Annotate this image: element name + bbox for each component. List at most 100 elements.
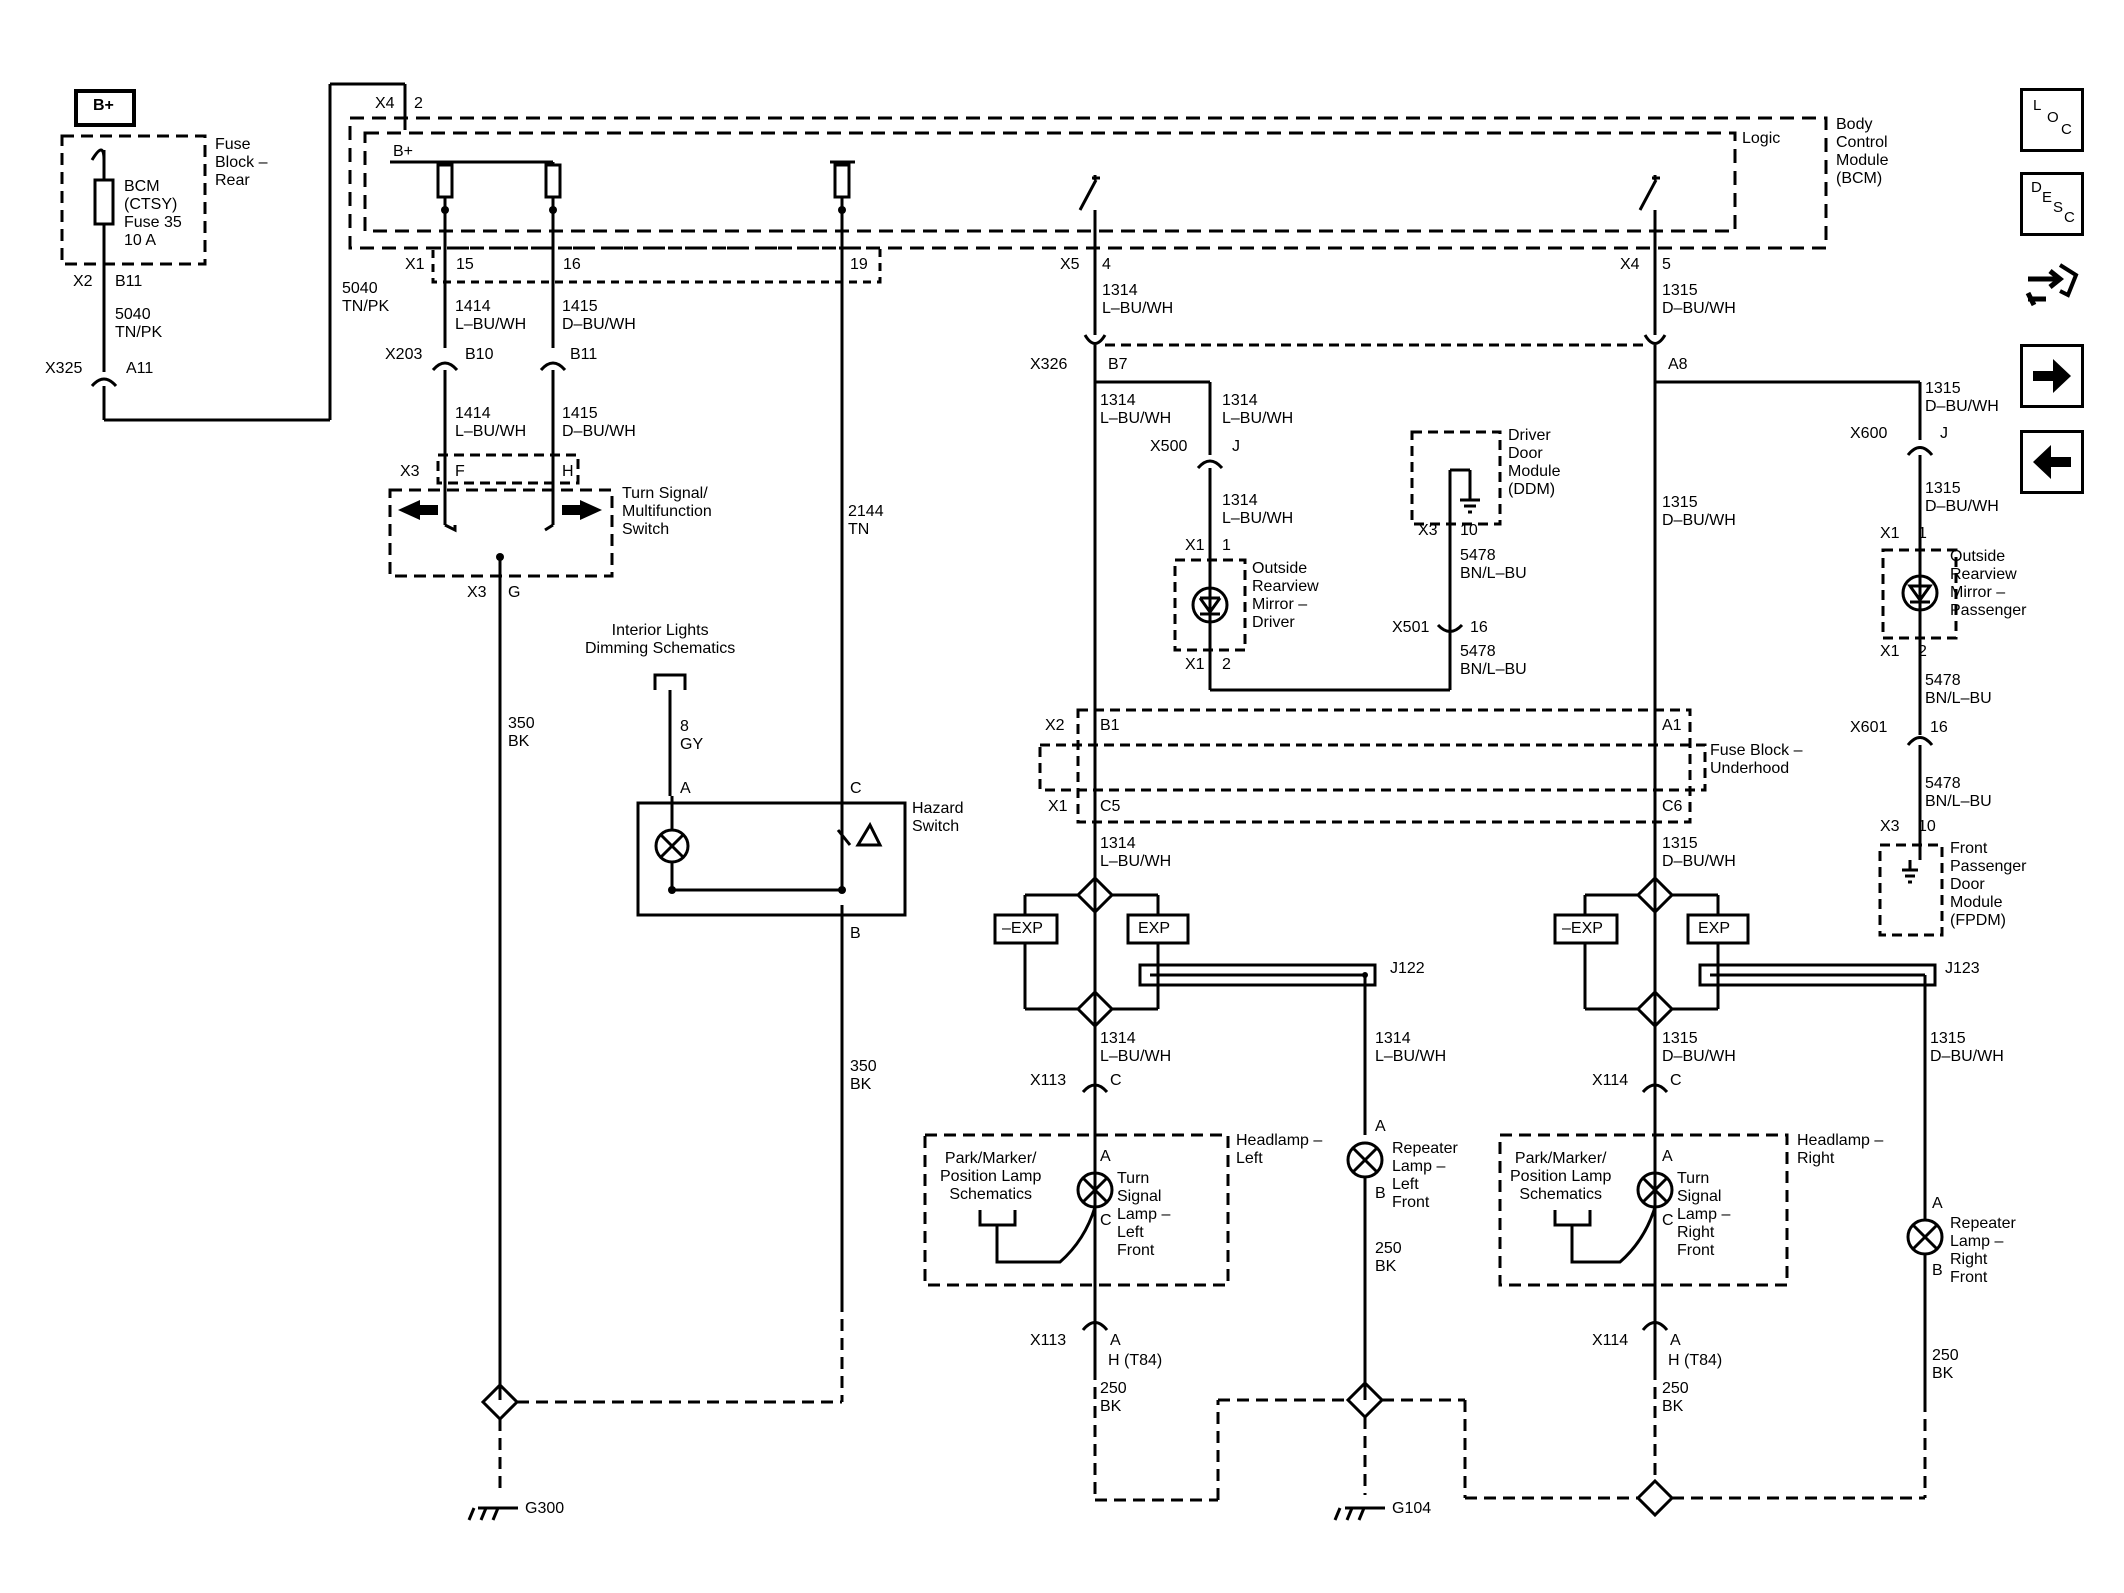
pin-c6-label: C6 bbox=[1662, 798, 1683, 815]
wire-1315-rep-label: 1315 D–BU/WH bbox=[1930, 1030, 2004, 1065]
park-right-label: Park/Marker/ Position Lamp Schematics bbox=[1510, 1150, 1612, 1203]
wire-1314-x113-label: 1314 L–BU/WH bbox=[1100, 1030, 1172, 1065]
hazard-switch-label: Hazard Switch bbox=[912, 800, 964, 835]
mirror-passenger-outline bbox=[1881, 548, 1958, 640]
pin-19-label: 19 bbox=[850, 256, 868, 273]
connector-x3-fpdm-label: X3 bbox=[1880, 818, 1900, 835]
pin-4-label: 4 bbox=[1102, 256, 1111, 273]
pin-16-x501-label: 16 bbox=[1470, 619, 1488, 636]
pin-10-fpdm-label: 10 bbox=[1918, 818, 1936, 835]
wire-1314-x500-label: 1314 L–BU/WH bbox=[1222, 492, 1294, 527]
turn-left-pin-c-label: C bbox=[1100, 1212, 1112, 1229]
pin-a11-label: A11 bbox=[126, 360, 154, 377]
pin-5-label: 5 bbox=[1662, 256, 1671, 273]
loc-letter-c: C bbox=[2061, 121, 2072, 138]
exp-left-pos-label: EXP bbox=[1138, 920, 1171, 937]
fpdm-outline bbox=[1878, 843, 1944, 937]
wire-1314-b7b-label: 1314 L–BU/WH bbox=[1222, 392, 1294, 427]
wire-5478-x501-label: 5478 BN/L–BU bbox=[1460, 643, 1527, 678]
next-arrow-button[interactable] bbox=[2020, 344, 2084, 408]
connector-x1-mirror-d-label: X1 bbox=[1185, 537, 1205, 554]
pin-10-ddm-label: 10 bbox=[1460, 522, 1478, 539]
h-t84-left-label: H (T84) bbox=[1108, 1352, 1163, 1369]
loc-letter-o: O bbox=[2047, 109, 2059, 126]
exp-left-neg-label: –EXP bbox=[1002, 920, 1043, 937]
battery-positive-label: B+ bbox=[93, 97, 114, 114]
turn-signal-switch-label: Turn Signal/ Multifunction Switch bbox=[622, 485, 712, 538]
pin-16-label: 16 bbox=[563, 256, 581, 273]
repeater-left-pin-b-label: B bbox=[1375, 1185, 1386, 1202]
headlamp-left-label: Headlamp – Left bbox=[1236, 1132, 1323, 1167]
fpdm-label: Front Passenger Door Module (FPDM) bbox=[1950, 840, 2027, 929]
pin-2-label: 2 bbox=[414, 95, 423, 112]
pin-h-label: H bbox=[562, 463, 574, 480]
hazard-pin-a-label: A bbox=[680, 780, 691, 797]
description-button[interactable]: D E S C bbox=[2020, 172, 2084, 236]
splice-j122-label: J122 bbox=[1390, 960, 1425, 977]
desc-letter-d: D bbox=[2031, 179, 2042, 196]
connector-x501-label: X501 bbox=[1392, 619, 1430, 636]
hazard-pin-c-label: C bbox=[850, 780, 862, 797]
bcm-fuse-label: BCM (CTSY) Fuse 35 10 A bbox=[124, 178, 182, 249]
pin-a-x114b-label: A bbox=[1670, 1332, 1681, 1349]
wire-250-right-label: 250 BK bbox=[1662, 1380, 1689, 1415]
wire-250-repr-label: 250 BK bbox=[1932, 1347, 1959, 1382]
wire-1314-x5-label: 1314 L–BU/WH bbox=[1102, 282, 1174, 317]
wire-1315-x114-label: 1315 D–BU/WH bbox=[1662, 1030, 1736, 1065]
battery-positive-box bbox=[74, 89, 136, 127]
wire-5040-b-label: 5040 TN/PK bbox=[342, 280, 390, 315]
hazard-pin-b-label: B bbox=[850, 925, 861, 942]
previous-arrow-button[interactable] bbox=[2020, 430, 2084, 494]
repeater-right-pin-b-label: B bbox=[1932, 1262, 1943, 1279]
desc-letter-e: E bbox=[2042, 189, 2053, 206]
mirror-passenger-label: Outside Rearview Mirror – Passenger bbox=[1950, 548, 2027, 619]
pin-2-mirror-d-label: 2 bbox=[1222, 656, 1231, 673]
turn-right-pin-c-label: C bbox=[1662, 1212, 1674, 1229]
repeater-right-label: Repeater Lamp – Right Front bbox=[1950, 1215, 2016, 1286]
pin-1-mirror-d-label: 1 bbox=[1222, 537, 1231, 554]
connector-x500-label: X500 bbox=[1150, 438, 1188, 455]
ddm-outline bbox=[1410, 430, 1502, 526]
pin-f-label: F bbox=[455, 463, 465, 480]
pin-j-x600-label: J bbox=[1940, 425, 1948, 442]
park-left-label: Park/Marker/ Position Lamp Schematics bbox=[940, 1150, 1042, 1203]
connector-tool-icon[interactable] bbox=[2020, 255, 2084, 319]
wire-1314-rep-label: 1314 L–BU/WH bbox=[1375, 1030, 1447, 1065]
ground-g300-label: G300 bbox=[525, 1500, 565, 1517]
connector-x5-label: X5 bbox=[1060, 256, 1080, 273]
fuse-block-rear-label: Fuse Block – Rear bbox=[215, 136, 268, 189]
wire-350-left-label: 350 BK bbox=[508, 715, 535, 750]
wire-1315-x4-label: 1315 D–BU/WH bbox=[1662, 282, 1736, 317]
wire-1415-label: 1415 D–BU/WH bbox=[562, 298, 636, 333]
connector-x601-label: X601 bbox=[1850, 719, 1888, 736]
connector-x1-bcm-label: X1 bbox=[405, 256, 425, 273]
connector-x4-b-label: X4 bbox=[1620, 256, 1640, 273]
connector-x1-mirror-d2-label: X1 bbox=[1185, 656, 1205, 673]
desc-letter-s: S bbox=[2053, 199, 2064, 216]
fuse-block-rear-outline bbox=[60, 134, 207, 266]
desc-letter-c: C bbox=[2064, 209, 2075, 226]
connector-x1-mirror-p-label: X1 bbox=[1880, 525, 1900, 542]
pin-b11-x203-label: B11 bbox=[570, 346, 598, 363]
pin-b7-label: B7 bbox=[1108, 356, 1128, 373]
pin-b1-label: B1 bbox=[1100, 717, 1120, 734]
pin-j-x500-label: J bbox=[1232, 438, 1240, 455]
turn-lamp-left-label: Turn Signal Lamp – Left Front bbox=[1117, 1170, 1171, 1259]
pin-b11-label: B11 bbox=[115, 273, 143, 290]
bplus-logic-label: B+ bbox=[393, 143, 414, 160]
connector-x3-ddm-label: X3 bbox=[1418, 522, 1438, 539]
pin-a-x113b-label: A bbox=[1110, 1332, 1121, 1349]
wire-250-repl-label: 250 BK bbox=[1375, 1240, 1402, 1275]
pin-16-x601-label: 16 bbox=[1930, 719, 1948, 736]
turn-left-pin-a-label: A bbox=[1100, 1148, 1111, 1165]
wire-1414-label: 1414 L–BU/WH bbox=[455, 298, 527, 333]
connector-x600-label: X600 bbox=[1850, 425, 1888, 442]
ddm-label: Driver Door Module (DDM) bbox=[1508, 427, 1561, 498]
wire-1315-a8-right-label: 1315 D–BU/WH bbox=[1925, 380, 1999, 415]
headlamp-right-label: Headlamp – Right bbox=[1797, 1132, 1884, 1167]
location-button[interactable]: L O C bbox=[2020, 88, 2084, 152]
wire-5478-ddm-label: 5478 BN/L–BU bbox=[1460, 547, 1527, 582]
connector-x3-top-label: X3 bbox=[400, 463, 420, 480]
pin-g-label: G bbox=[508, 584, 521, 601]
